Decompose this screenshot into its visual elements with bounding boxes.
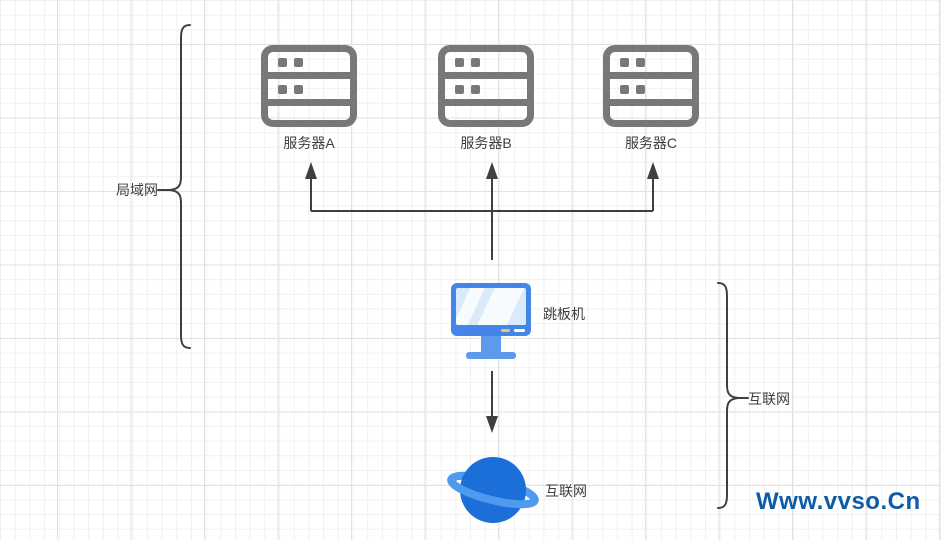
connector-trunk bbox=[310, 177, 654, 418]
monitor-stand-base bbox=[466, 352, 516, 359]
server-slot bbox=[610, 106, 692, 120]
server-slot bbox=[445, 79, 527, 99]
monitor-indicator-yellow bbox=[501, 329, 510, 332]
server-slot bbox=[268, 79, 350, 99]
jump-host-label: 跳板机 bbox=[543, 306, 585, 322]
server-slot bbox=[445, 106, 527, 120]
server-slot bbox=[445, 52, 527, 72]
server-slot bbox=[610, 52, 692, 72]
server-rack-icon bbox=[438, 45, 534, 127]
server-rack-icon bbox=[261, 45, 357, 127]
arrow-to-server-c-icon bbox=[647, 162, 659, 179]
server-b-node[interactable]: 服务器B bbox=[438, 45, 534, 151]
monitor-icon bbox=[451, 283, 531, 336]
watermark: Www.vvso.Cn bbox=[756, 488, 921, 515]
lan-brace-label: 局域网 bbox=[116, 182, 158, 198]
monitor-indicator-white bbox=[514, 329, 525, 332]
server-b-label: 服务器B bbox=[460, 135, 512, 151]
server-slot bbox=[610, 79, 692, 99]
internet-brace bbox=[717, 282, 749, 509]
server-slot bbox=[268, 52, 350, 72]
monitor-screen bbox=[456, 288, 526, 325]
server-c-label: 服务器C bbox=[624, 135, 678, 151]
server-c-node[interactable]: 服务器C bbox=[603, 45, 699, 151]
arrow-to-internet-icon bbox=[486, 416, 498, 433]
arrow-to-server-b-icon bbox=[486, 162, 498, 179]
jump-host-node[interactable] bbox=[451, 283, 531, 359]
internet-globe-node[interactable] bbox=[438, 450, 548, 532]
monitor-stand-neck bbox=[481, 336, 501, 352]
arrow-to-server-a-icon bbox=[305, 162, 317, 179]
server-slot bbox=[268, 106, 350, 120]
server-a-node[interactable]: 服务器A bbox=[261, 45, 357, 151]
internet-brace-label: 互联网 bbox=[748, 391, 790, 407]
planet-globe-icon bbox=[447, 457, 539, 523]
server-a-label: 服务器A bbox=[283, 135, 335, 151]
server-rack-icon bbox=[603, 45, 699, 127]
internet-globe-label: 互联网 bbox=[545, 483, 587, 499]
lan-brace bbox=[157, 24, 191, 349]
